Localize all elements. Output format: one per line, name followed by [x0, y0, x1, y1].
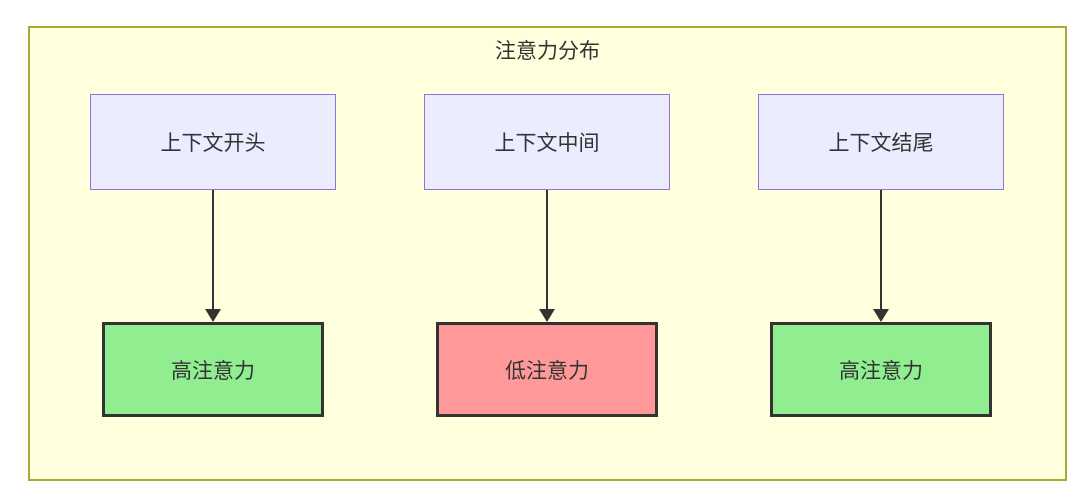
arrowhead-icon	[873, 309, 889, 322]
arrowhead-icon	[205, 309, 221, 322]
node-context-middle-label: 上下文中间	[494, 131, 600, 155]
arrow-down-icon	[873, 190, 889, 322]
arrowhead-icon	[539, 309, 555, 322]
arrow-shaft	[880, 190, 882, 310]
node-low-attention: 低注意力	[436, 322, 658, 417]
node-high-attention-1-label: 高注意力	[171, 358, 255, 383]
diagram-title: 注意力分布	[495, 39, 600, 63]
flow-column-middle: 上下文中间 低注意力	[424, 94, 670, 417]
node-low-attention-label: 低注意力	[505, 358, 589, 383]
node-context-begin: 上下文开头	[90, 94, 336, 190]
arrow-down-icon	[205, 190, 221, 322]
node-context-end: 上下文结尾	[758, 94, 1004, 190]
arrow-down-icon	[539, 190, 555, 322]
flow-column-begin: 上下文开头 高注意力	[90, 94, 336, 417]
flow-column-end: 上下文结尾 高注意力	[758, 94, 1004, 417]
node-high-attention-2-label: 高注意力	[839, 358, 923, 383]
node-high-attention-1: 高注意力	[102, 322, 324, 417]
node-context-begin-label: 上下文开头	[160, 131, 266, 155]
node-context-middle: 上下文中间	[424, 94, 670, 190]
node-context-end-label: 上下文结尾	[828, 131, 934, 155]
attention-distribution-container: 注意力分布 上下文开头 高注意力 上下文中间 低注意力	[28, 26, 1067, 481]
node-high-attention-2: 高注意力	[770, 322, 992, 417]
arrow-shaft	[546, 190, 548, 310]
arrow-shaft	[212, 190, 214, 310]
